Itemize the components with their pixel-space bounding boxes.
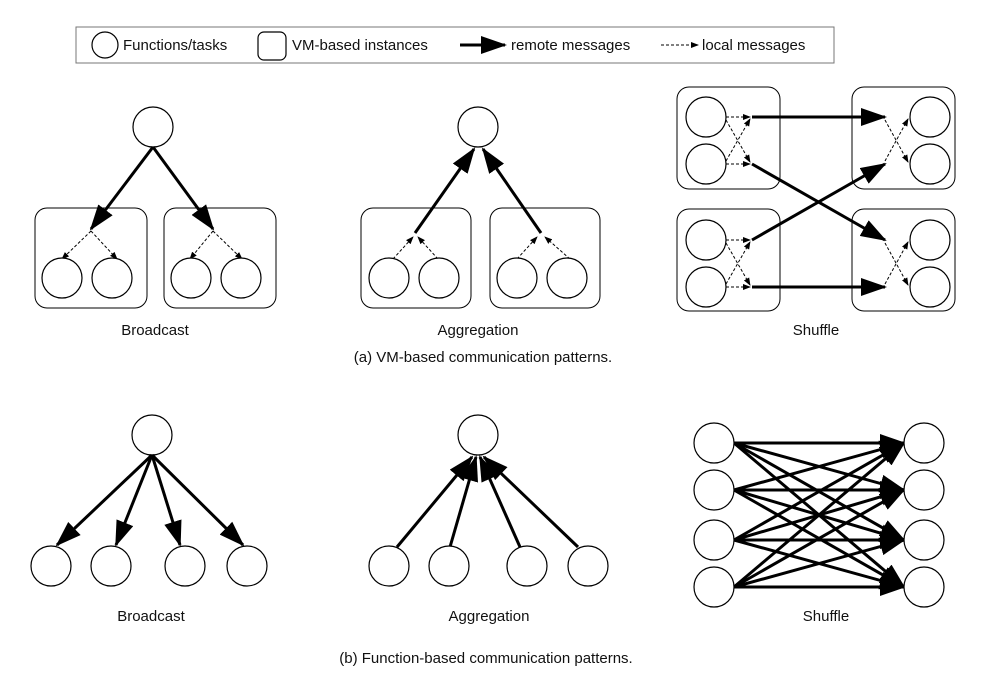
task-node: [909, 219, 951, 261]
aggregation-label: Aggregation: [449, 608, 530, 625]
task-node: [30, 545, 72, 587]
task-node: [368, 257, 410, 299]
task-node: [903, 422, 945, 464]
remote-message-arrow: [395, 455, 474, 548]
legend-node-label: Functions/tasks: [123, 37, 227, 54]
vm-aggregation-diagram: Aggregation: [360, 106, 601, 339]
task-node: [91, 257, 133, 299]
remote-message-arrow: [733, 537, 906, 589]
remote-message-arrow: [482, 455, 580, 549]
task-node: [90, 545, 132, 587]
local-message-arrow: [544, 236, 571, 260]
local-message-arrow: [189, 230, 214, 260]
root-node: [457, 414, 499, 456]
task-node: [693, 422, 735, 464]
task-node: [903, 566, 945, 608]
legend-remote-label: remote messages: [511, 37, 630, 54]
remote-message-arrow: [89, 146, 155, 231]
remote-message-arrow: [150, 453, 245, 547]
task-node: [909, 266, 951, 308]
local-message-arrow: [725, 118, 751, 162]
remote-message-arrow: [733, 441, 906, 589]
remote-message-arrow: [413, 147, 476, 234]
local-message-arrow: [212, 230, 243, 260]
broadcast-label: Broadcast: [121, 322, 189, 339]
root-node: [457, 106, 499, 148]
task-node: [546, 257, 588, 299]
task-node: [685, 219, 727, 261]
task-node: [693, 519, 735, 561]
broadcast-label: Broadcast: [117, 608, 185, 625]
aggregation-label: Aggregation: [438, 322, 519, 339]
task-node: [693, 566, 735, 608]
remote-message-arrow: [55, 453, 154, 547]
remote-message-arrow: [114, 454, 154, 547]
shuffle-edges: [733, 434, 906, 596]
local-message-arrow: [884, 119, 909, 163]
legend-local-label: local messages: [702, 37, 805, 54]
task-node: [220, 257, 262, 299]
caption-b: (b) Function-based communication pattern…: [339, 650, 632, 667]
local-message-arrow: [725, 241, 751, 285]
task-node: [170, 257, 212, 299]
task-node: [685, 266, 727, 308]
local-message-arrow: [884, 242, 909, 286]
remote-message-arrow: [151, 146, 215, 231]
legend: Functions/tasks VM-based instances remot…: [75, 26, 835, 64]
local-message-arrow: [884, 241, 909, 285]
task-node: [506, 545, 548, 587]
task-node: [418, 257, 460, 299]
task-node: [428, 545, 470, 587]
function-aggregation-diagram: Aggregation: [368, 414, 609, 625]
function-shuffle-diagram: Shuffle: [693, 422, 945, 625]
remote-message-arrow: [733, 441, 906, 542]
task-node: [903, 469, 945, 511]
remote-message-arrow: [150, 454, 182, 547]
local-message-arrow: [725, 119, 751, 163]
legend-instance-icon: [257, 31, 287, 61]
task-node: [226, 545, 268, 587]
task-node: [368, 545, 410, 587]
task-node: [496, 257, 538, 299]
task-node: [909, 96, 951, 138]
legend-instance-label: VM-based instances: [292, 37, 428, 54]
task-node: [903, 519, 945, 561]
local-message-arrow: [884, 118, 909, 162]
task-node: [685, 143, 727, 185]
function-broadcast-diagram: Broadcast: [30, 414, 268, 625]
task-node: [693, 469, 735, 511]
remote-message-arrow: [733, 488, 906, 589]
task-node: [567, 545, 609, 587]
caption-a: (a) VM-based communication patterns.: [354, 349, 612, 366]
shuffle-label: Shuffle: [803, 608, 849, 625]
root-node: [132, 106, 174, 148]
task-node: [909, 143, 951, 185]
task-node: [685, 96, 727, 138]
legend-node-icon: [91, 31, 119, 59]
task-node: [164, 545, 206, 587]
legend-box: [75, 26, 835, 64]
shuffle-label: Shuffle: [793, 322, 839, 339]
root-node: [131, 414, 173, 456]
remote-message-arrow: [448, 455, 478, 548]
local-message-arrow: [725, 242, 751, 286]
local-message-arrow: [90, 230, 118, 260]
local-message-arrow: [61, 230, 92, 260]
remote-message-arrow: [733, 440, 906, 492]
vm-broadcast-diagram: Broadcast: [34, 106, 277, 339]
vm-shuffle-diagram: Shuffle: [676, 86, 956, 339]
remote-message-arrow: [751, 162, 887, 242]
task-node: [41, 257, 83, 299]
remote-message-arrow: [481, 147, 543, 234]
